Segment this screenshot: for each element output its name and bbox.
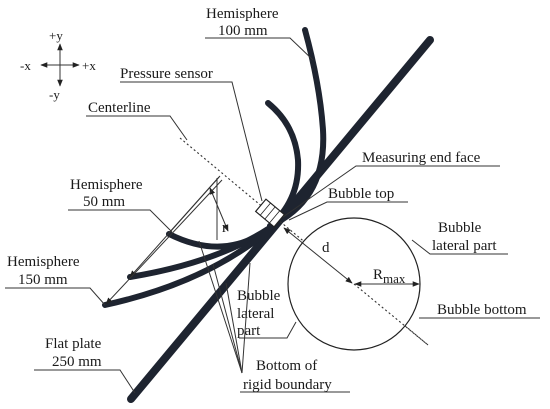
leader-bubble-top — [288, 201, 408, 221]
pressure-sensor — [254, 198, 286, 228]
label-bubble-lateral-left-1: Bubble — [237, 288, 281, 304]
label-bubble-lateral-right-2: lateral part — [432, 238, 497, 254]
axis-pos-x-label: +x — [82, 58, 96, 73]
label-bubble-lateral-left-2: lateral — [237, 306, 274, 322]
leader-measuring-end-face — [282, 165, 500, 218]
label-bubble-top: Bubble top — [328, 186, 394, 202]
label-flat-plate-1: Flat plate — [45, 336, 102, 352]
label-bottom-rigid-1: Bottom of — [256, 358, 317, 374]
label-bubble-bottom: Bubble bottom — [437, 302, 527, 318]
axis-neg-y-label: -y — [49, 87, 60, 102]
label-measuring-end-face: Measuring end face — [362, 150, 481, 166]
axis-neg-x-label: -x — [20, 58, 31, 73]
hemisphere-100-arc-inner — [265, 100, 302, 229]
label-hemisphere-50-2: 50 mm — [83, 194, 125, 210]
r-dimension-50 — [209, 187, 229, 232]
label-pressure-sensor: Pressure sensor — [120, 66, 213, 82]
label-hemisphere-100-1: Hemisphere — [206, 6, 279, 22]
leader-flat-plate — [34, 369, 136, 394]
label-hemisphere-100-2: 100 mm — [218, 23, 268, 39]
leader-bubble-lateral-left — [239, 321, 297, 339]
leader-rigid-boundary-3 — [225, 282, 243, 374]
leader-bubble-lateral-right — [411, 239, 508, 255]
leader-rigid-boundary-1 — [198, 240, 243, 374]
leader-hemisphere-100 — [205, 37, 314, 61]
r-dimension-150-upper — [129, 176, 220, 278]
leader-centerline — [86, 115, 188, 141]
leader-pressure-sensor — [120, 81, 263, 202]
label-bubble-lateral-right-1: Bubble — [438, 220, 482, 236]
label-hemisphere-150-1: Hemisphere — [7, 254, 80, 270]
leader-hemisphere-50 — [68, 209, 173, 233]
label-centerline: Centerline — [88, 100, 151, 116]
axis-pos-y-label: +y — [49, 28, 63, 43]
hemisphere-150-arc-lower — [102, 228, 271, 308]
label-hemisphere-50-1: Hemisphere — [70, 177, 143, 193]
label-bottom-rigid-2: rigid boundary — [243, 377, 332, 393]
hemisphere-150-arc-upper — [127, 226, 271, 280]
leader-hemisphere-150 — [5, 287, 106, 306]
leader-rigid-boundary-4 — [241, 262, 251, 374]
label-bubble-lateral-left-3: part — [237, 323, 261, 339]
label-r: r — [222, 220, 227, 236]
label-flat-plate-2: 250 mm — [52, 354, 102, 370]
r-dimension-150-lower — [105, 179, 223, 305]
label-d: d — [322, 240, 330, 256]
label-rmax: Rmax — [373, 267, 406, 286]
label-hemisphere-150-2: 150 mm — [18, 272, 68, 288]
leader-rigid-boundary-2 — [212, 263, 243, 374]
d-arrow — [283, 227, 353, 284]
axis-indicator: +y -y +x -x — [20, 28, 96, 102]
